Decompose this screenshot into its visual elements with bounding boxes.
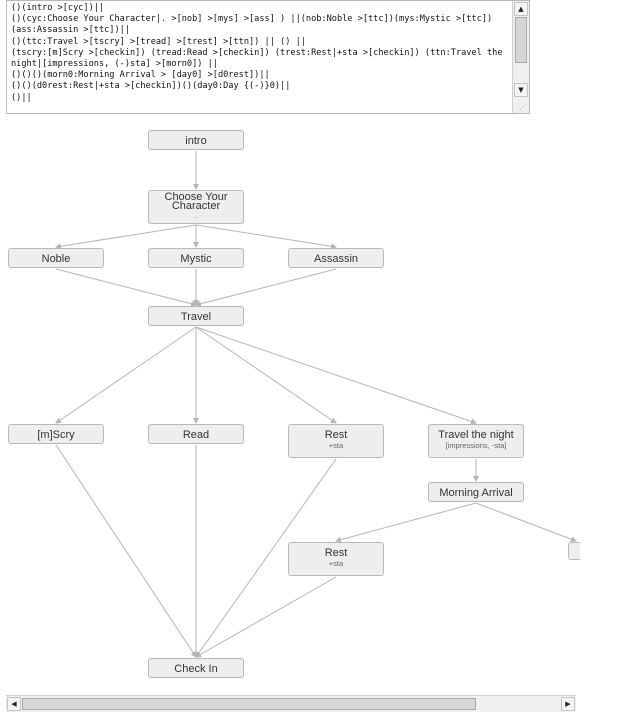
- node-title: Assassin: [313, 253, 359, 265]
- node-subtitle: .: [194, 211, 198, 220]
- edge-nob-ttc: [55, 268, 197, 307]
- node-title: Check In: [174, 663, 218, 675]
- edge-trest-checkin: [195, 458, 337, 658]
- triangle-up-icon[interactable]: ▲: [514, 2, 528, 16]
- edge-ttc-trest: [195, 326, 337, 424]
- node-title: Rest: [324, 429, 348, 441]
- editor-vertical-scrollbar[interactable]: ▲ ▼: [512, 1, 529, 113]
- node-subtitle: +sta: [328, 441, 344, 450]
- graph-edges: [55, 151, 577, 658]
- source-line: ()(ttc:Travel >[tscry] >[tread] >[trest]…: [11, 36, 306, 47]
- edge-morn0-day0: [475, 502, 577, 543]
- node-title: [569, 543, 580, 547]
- node-cyc[interactable]: Choose Your Character.: [148, 190, 244, 224]
- edge-tscry-checkin: [55, 444, 197, 658]
- node-nob[interactable]: Noble: [8, 248, 104, 268]
- edge-ttc-tscry: [55, 326, 197, 424]
- triangle-down-icon[interactable]: ▼: [514, 83, 528, 97]
- node-trest[interactable]: Rest+sta: [288, 424, 384, 458]
- edge-ass-ttc: [195, 268, 337, 307]
- node-title: Morning Arrival: [439, 487, 513, 499]
- edge-cyc-nob: [55, 224, 197, 250]
- node-subtitle: [impressions, -sta]: [445, 441, 507, 450]
- node-tscry[interactable]: [m]Scry: [8, 424, 104, 444]
- node-title: Noble: [41, 253, 71, 265]
- source-line: night|[impressions, (-)sta] >[morn0]) ||: [11, 59, 218, 70]
- source-line: ()||: [11, 92, 32, 103]
- source-line: ()()()(morn0:Morning Arrival > [day0] >[…: [11, 70, 270, 81]
- node-intro[interactable]: intro: [148, 130, 244, 150]
- node-title: intro: [185, 135, 207, 147]
- source-line: ()(cyc:Choose Your Character|. >[nob] >[…: [11, 14, 493, 25]
- edge-morn0-d0rest: [335, 502, 477, 543]
- source-line: (ass:Assassin >[ttc])||: [11, 25, 130, 36]
- node-ttn[interactable]: Travel the night[impressions, -sta]: [428, 424, 524, 458]
- edge-d0rest-checkin: [195, 576, 337, 658]
- story-source-editor[interactable]: ()(intro >[cyc])||()(cyc:Choose Your Cha…: [6, 0, 530, 114]
- source-line: ()(intro >[cyc])||: [11, 3, 105, 13]
- node-ttc[interactable]: Travel: [148, 306, 244, 326]
- node-subtitle: +sta: [328, 559, 344, 568]
- node-title: Mystic: [180, 253, 212, 265]
- source-line: ()()(d0rest:Rest|+sta >[checkin])()(day0…: [11, 81, 291, 92]
- edge-cyc-ass: [195, 224, 337, 250]
- node-title: Travel the night: [438, 429, 514, 441]
- editor-scroll-thumb[interactable]: [515, 17, 527, 63]
- node-title: Choose Your Character: [164, 191, 228, 212]
- node-morn0[interactable]: Morning Arrival: [428, 482, 524, 502]
- source-text[interactable]: ()(intro >[cyc])||()(cyc:Choose Your Cha…: [11, 3, 511, 104]
- triangle-left-icon[interactable]: ◀: [7, 697, 21, 711]
- source-line: (tscry:[m]Scry >[checkin]) (tread:Read >…: [11, 47, 503, 58]
- canvas-scroll-thumb[interactable]: [22, 698, 476, 710]
- node-ass[interactable]: Assassin: [288, 248, 384, 268]
- node-tread[interactable]: Read: [148, 424, 244, 444]
- resize-grip-icon[interactable]: ⋰: [519, 102, 527, 111]
- node-title: Read: [182, 429, 210, 441]
- node-checkin[interactable]: Check In: [148, 658, 244, 678]
- node-mys[interactable]: Mystic: [148, 248, 244, 268]
- node-day0[interactable]: [568, 542, 580, 560]
- node-title: Travel: [180, 311, 212, 323]
- edge-ttc-ttn: [195, 326, 477, 425]
- triangle-right-icon[interactable]: ▶: [561, 697, 575, 711]
- canvas-horizontal-scrollbar[interactable]: ◀ ▶: [6, 695, 576, 712]
- node-title: Rest: [324, 547, 348, 559]
- node-d0rest[interactable]: Rest+sta: [288, 542, 384, 576]
- node-title: [m]Scry: [37, 429, 75, 441]
